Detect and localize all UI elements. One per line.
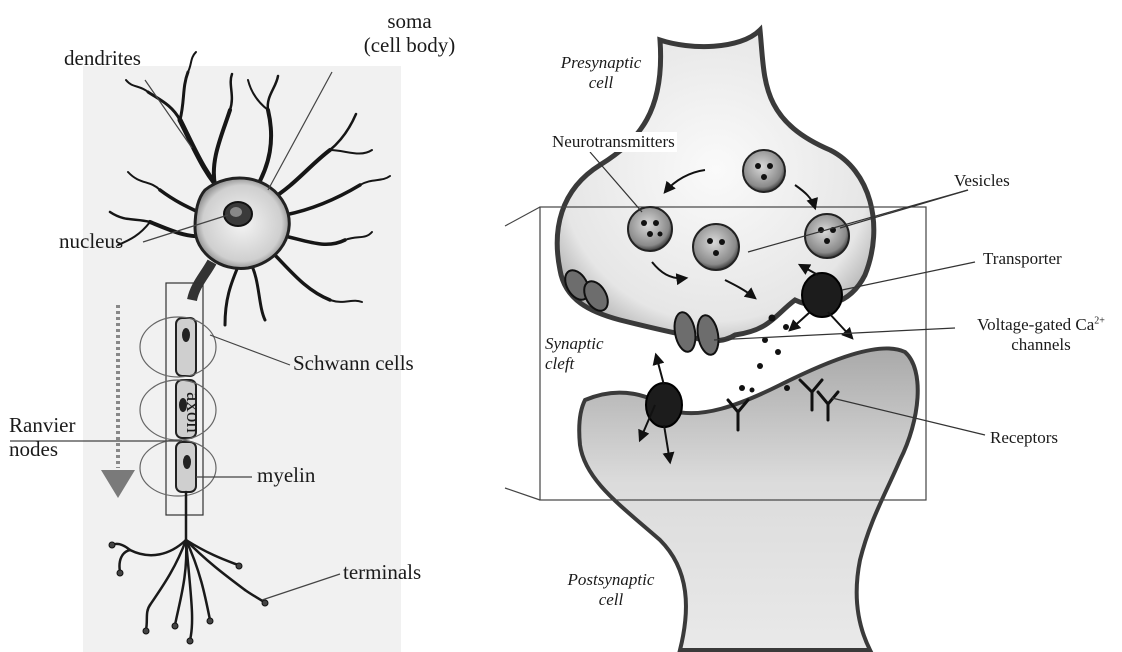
- label-axon: axon: [182, 392, 206, 433]
- label-postsynaptic-cell: Postsynaptic cell: [552, 570, 670, 609]
- zoom-line-bottom: [505, 488, 540, 500]
- label-postsynaptic-line1: Postsynaptic: [552, 570, 670, 590]
- transporter-drawing: [802, 273, 842, 317]
- label-cleft-line2: cleft: [545, 354, 604, 374]
- label-neurotransmitters: Neurotransmitters: [550, 132, 677, 152]
- label-vesicles: Vesicles: [954, 171, 1010, 191]
- label-vgcc-superscript: 2+: [1094, 315, 1105, 326]
- label-terminals: terminals: [343, 560, 421, 584]
- label-dendrites: dendrites: [64, 46, 141, 70]
- label-nucleus: nucleus: [59, 229, 123, 253]
- label-presynaptic-line2: cell: [545, 73, 657, 93]
- label-soma: soma (cell body): [352, 9, 467, 57]
- label-soma-line2: (cell body): [352, 33, 467, 57]
- label-vgcc-line2: channels: [962, 335, 1120, 355]
- label-postsynaptic-line2: cell: [552, 590, 670, 610]
- label-synaptic-cleft: Synaptic cleft: [545, 334, 604, 373]
- label-ranvier-line2: nodes: [9, 437, 75, 461]
- label-receptors: Receptors: [990, 428, 1058, 448]
- label-schwann-cells: Schwann cells: [293, 351, 414, 375]
- label-cleft-line1: Synaptic: [545, 334, 604, 354]
- zoom-line-top: [505, 207, 540, 226]
- label-voltage-gated-channels: Voltage-gated Ca2+ channels: [962, 315, 1120, 354]
- label-soma-line1: soma: [352, 9, 467, 33]
- postsynaptic-transporter: [646, 383, 682, 427]
- label-presynaptic-cell: Presynaptic cell: [545, 53, 657, 92]
- label-vgcc-line1: Voltage-gated Ca2+: [962, 315, 1120, 335]
- label-transporter: Transporter: [983, 249, 1062, 269]
- label-presynaptic-line1: Presynaptic: [545, 53, 657, 73]
- label-myelin: myelin: [257, 463, 315, 487]
- label-ranvier-line1: Ranvier: [9, 413, 75, 437]
- label-ranvier-nodes: Ranvier nodes: [9, 413, 75, 461]
